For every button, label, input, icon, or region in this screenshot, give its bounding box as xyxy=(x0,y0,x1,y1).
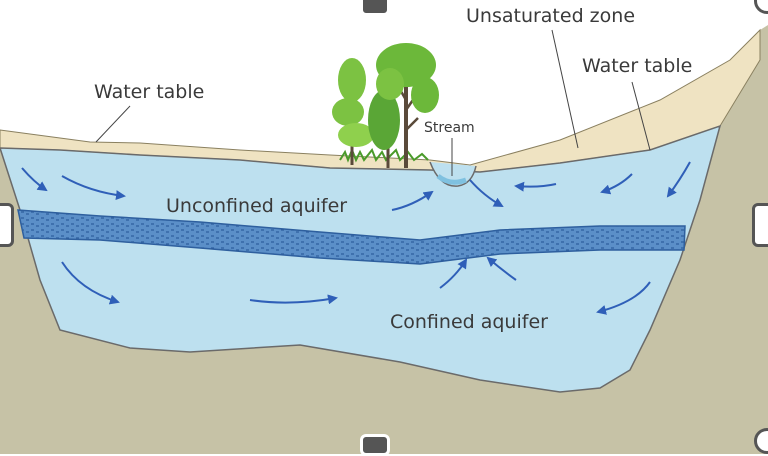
label-water-table-right: Water table xyxy=(582,55,692,77)
flow-arrows xyxy=(21,161,691,315)
flow-arrow xyxy=(596,281,651,315)
label-unconfined-aquifer: Unconfined aquifer xyxy=(166,195,347,217)
leader-water-table-right xyxy=(631,81,651,151)
flow-arrow xyxy=(249,294,338,305)
resize-handle-bottom[interactable] xyxy=(360,434,390,456)
flow-arrow xyxy=(486,256,517,281)
leader-unsaturated-zone xyxy=(551,29,579,149)
resize-handle-bottom-right[interactable] xyxy=(754,428,768,454)
resize-handle-right[interactable] xyxy=(752,203,768,247)
flow-arrow xyxy=(514,181,557,192)
flow-arrow xyxy=(21,167,48,192)
label-stream: Stream xyxy=(424,120,475,136)
label-unsaturated-zone: Unsaturated zone xyxy=(466,5,635,27)
flow-arrow xyxy=(600,173,633,195)
flow-arrow xyxy=(61,261,120,305)
flow-arrow xyxy=(61,175,126,201)
flow-arrow xyxy=(439,258,468,289)
flow-arrow xyxy=(666,161,691,198)
leader-water-table-left xyxy=(95,105,131,143)
resize-handle-top-right[interactable] xyxy=(754,0,768,14)
confining-layer xyxy=(17,209,686,265)
label-water-table-left: Water table xyxy=(94,81,204,103)
resize-handle-top[interactable] xyxy=(360,0,390,16)
resize-handle-left[interactable] xyxy=(0,203,14,247)
flow-arrow xyxy=(469,179,504,207)
label-confined-aquifer: Confined aquifer xyxy=(390,311,548,333)
flow-arrow xyxy=(391,190,434,211)
stream-water xyxy=(436,174,467,185)
trees xyxy=(332,43,439,168)
